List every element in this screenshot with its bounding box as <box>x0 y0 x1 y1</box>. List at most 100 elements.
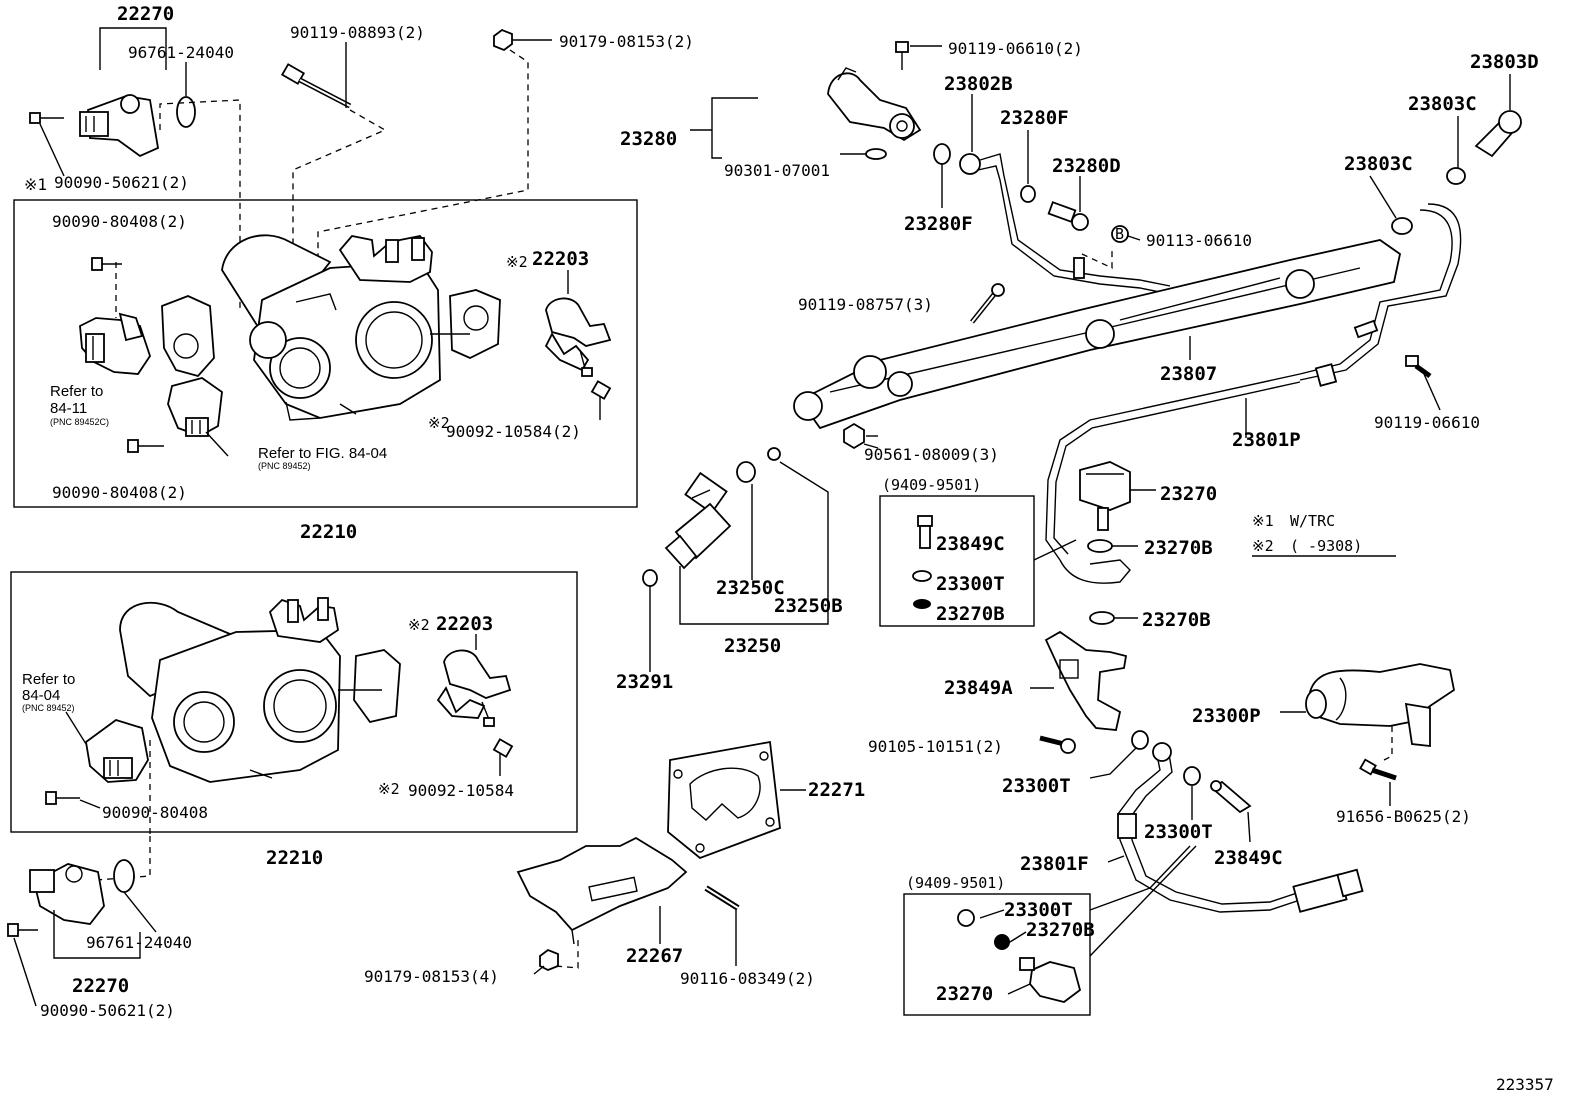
seal-23250c <box>736 461 756 483</box>
union-bolt-23280d <box>1047 201 1089 231</box>
gasket-23803c-b <box>1446 167 1466 185</box>
throttle-body-top <box>221 234 501 421</box>
label-90090-80408-b: 90090-80408(2) <box>52 483 187 502</box>
label-22210-top: 22210 <box>300 521 357 543</box>
o-ring-96761-top <box>176 96 196 128</box>
bolt-91656-b0625 <box>1359 758 1397 781</box>
label-23300t-c: 23300T <box>1144 821 1213 843</box>
pulsation-damper-23270 <box>1079 461 1131 531</box>
bolt-23849c-b <box>1210 780 1252 814</box>
mark-1-top: ※1 <box>24 175 47 194</box>
label-90090-50621-top: 90090-50621(2) <box>54 173 189 192</box>
label-96761-24040-bottom: 96761-24040 <box>86 933 192 952</box>
label-23300p: 23300P <box>1192 705 1261 727</box>
label-23849c-a: 23849C <box>936 533 1005 555</box>
nut-90092-10584-a <box>590 380 612 400</box>
bolt-90116-08349 <box>704 885 740 911</box>
label-90119-06610: 90119-06610 <box>1374 413 1480 432</box>
actuator-22203-bottom <box>436 649 512 727</box>
throttle-body-bottom <box>119 597 401 783</box>
label-23300t-a: 23300T <box>936 573 1005 595</box>
nut-90092-10584-b <box>492 738 514 758</box>
screw-90090-50621-bottom <box>7 923 38 937</box>
label-23803c-b: 23803C <box>1344 153 1413 175</box>
leader-22270-top <box>99 27 167 70</box>
fuel-rail-23807 <box>793 239 1402 430</box>
label-23250b: 23250B <box>774 595 843 617</box>
label-23801p: 23801P <box>1232 429 1301 451</box>
label-90113-06610: 90113-06610 <box>1146 231 1252 250</box>
label-90301-07001: 90301-07001 <box>724 161 830 180</box>
pipe-fitting <box>1059 559 1131 584</box>
label-23803d: 23803D <box>1470 51 1539 73</box>
label-23270b-c: 23270B <box>1142 609 1211 631</box>
label-22267: 22267 <box>626 945 683 967</box>
range-box-right <box>879 495 1035 627</box>
o-ring-96761-bottom <box>113 859 135 893</box>
pnc-89452c: (PNC 89452C) <box>50 417 109 427</box>
svg-text:B: B <box>1115 225 1124 243</box>
label-22203-bottom: 22203 <box>436 613 493 635</box>
nut-90179-08153-top <box>493 28 513 52</box>
gasket-23300t-c <box>1183 766 1201 786</box>
note-2-mark: ※2 <box>1252 537 1274 555</box>
screw-90090-50621-top <box>29 112 64 124</box>
mark-2-c: ※2 <box>408 616 430 634</box>
refer-fig-84-04: Refer to FIG. 84-04 <box>258 445 387 462</box>
throttle-position-sensor <box>79 312 151 375</box>
bolt-90119-06610-top <box>895 41 909 70</box>
label-90179-08153-bottom: 90179-08153(4) <box>364 967 499 986</box>
idle-air-valve-top <box>79 94 160 158</box>
nut-90561-08009 <box>843 422 865 450</box>
label-23270b-d: 23270B <box>1026 919 1095 941</box>
screw-90090-80408-c <box>45 791 80 805</box>
note-1-text: W/TRC <box>1290 512 1335 530</box>
label-90119-06610-top: 90119-06610(2) <box>948 39 1083 58</box>
label-23270-b: 23270 <box>936 983 993 1005</box>
gasket-23270b-d <box>994 934 1010 950</box>
throttle-body-frame-bottom <box>10 571 578 833</box>
label-90092-10584-2: 90092-10584(2) <box>446 422 581 441</box>
gasket-23270b-a <box>913 599 931 609</box>
label-22203-top: 22203 <box>532 248 589 270</box>
gasket-23280f-b <box>1020 185 1036 203</box>
label-range-a: (9409-9501) <box>882 476 981 494</box>
o-ring-23250b <box>767 447 781 461</box>
fuel-injector-23250 <box>664 471 732 570</box>
screw-90090-80408-b <box>127 439 164 453</box>
label-23807: 23807 <box>1160 363 1217 385</box>
gasket-23300t-d <box>957 909 975 927</box>
range-box-bottom <box>903 893 1091 1016</box>
refer-84-11-line1: Refer to <box>50 383 103 400</box>
gasket-23803c-a <box>1391 217 1413 235</box>
label-23849a: 23849A <box>944 677 1013 699</box>
mark-2-b: ※2 <box>428 414 450 432</box>
label-23250c: 23250C <box>716 577 785 599</box>
label-90561-08009: 90561-08009(3) <box>864 445 999 464</box>
label-91656-b0625: 91656-B0625(2) <box>1336 807 1471 826</box>
label-90119-08893: 90119-08893(2) <box>290 23 425 42</box>
pnc-89452-a: (PNC 89452) <box>258 461 311 471</box>
bolt-mark-b <box>1111 225 1129 243</box>
refer-84-11-line2: 84-11 <box>50 400 87 417</box>
label-23280f-b: 23280F <box>904 213 973 235</box>
bolt-90119-06610 <box>1405 355 1432 379</box>
damper-23300p <box>1305 663 1456 748</box>
figure-id: 223357 <box>1496 1075 1554 1094</box>
label-22270-bottom: 22270 <box>72 975 129 997</box>
fuel-pipe-23801p <box>1045 203 1462 561</box>
label-23280f-a: 23280F <box>1000 107 1069 129</box>
sensor-lower <box>167 377 223 437</box>
bolt-90119-08757 <box>970 283 1005 324</box>
refer-84-04-line1: Refer to <box>22 671 75 688</box>
bolt-90119-08893 <box>280 63 352 109</box>
label-90105-10151: 90105-10151(2) <box>868 737 1003 756</box>
bolt-23849c-a <box>917 515 933 549</box>
mark-2-a: ※2 <box>506 253 528 271</box>
label-90119-08757: 90119-08757(3) <box>798 295 933 314</box>
gasket-23280f-a <box>933 143 951 165</box>
label-23802b: 23802B <box>944 73 1013 95</box>
label-90090-80408-c: 90090-80408 <box>102 803 208 822</box>
note-1-mark: ※1 <box>1252 512 1274 530</box>
label-23849c-b: 23849C <box>1214 847 1283 869</box>
